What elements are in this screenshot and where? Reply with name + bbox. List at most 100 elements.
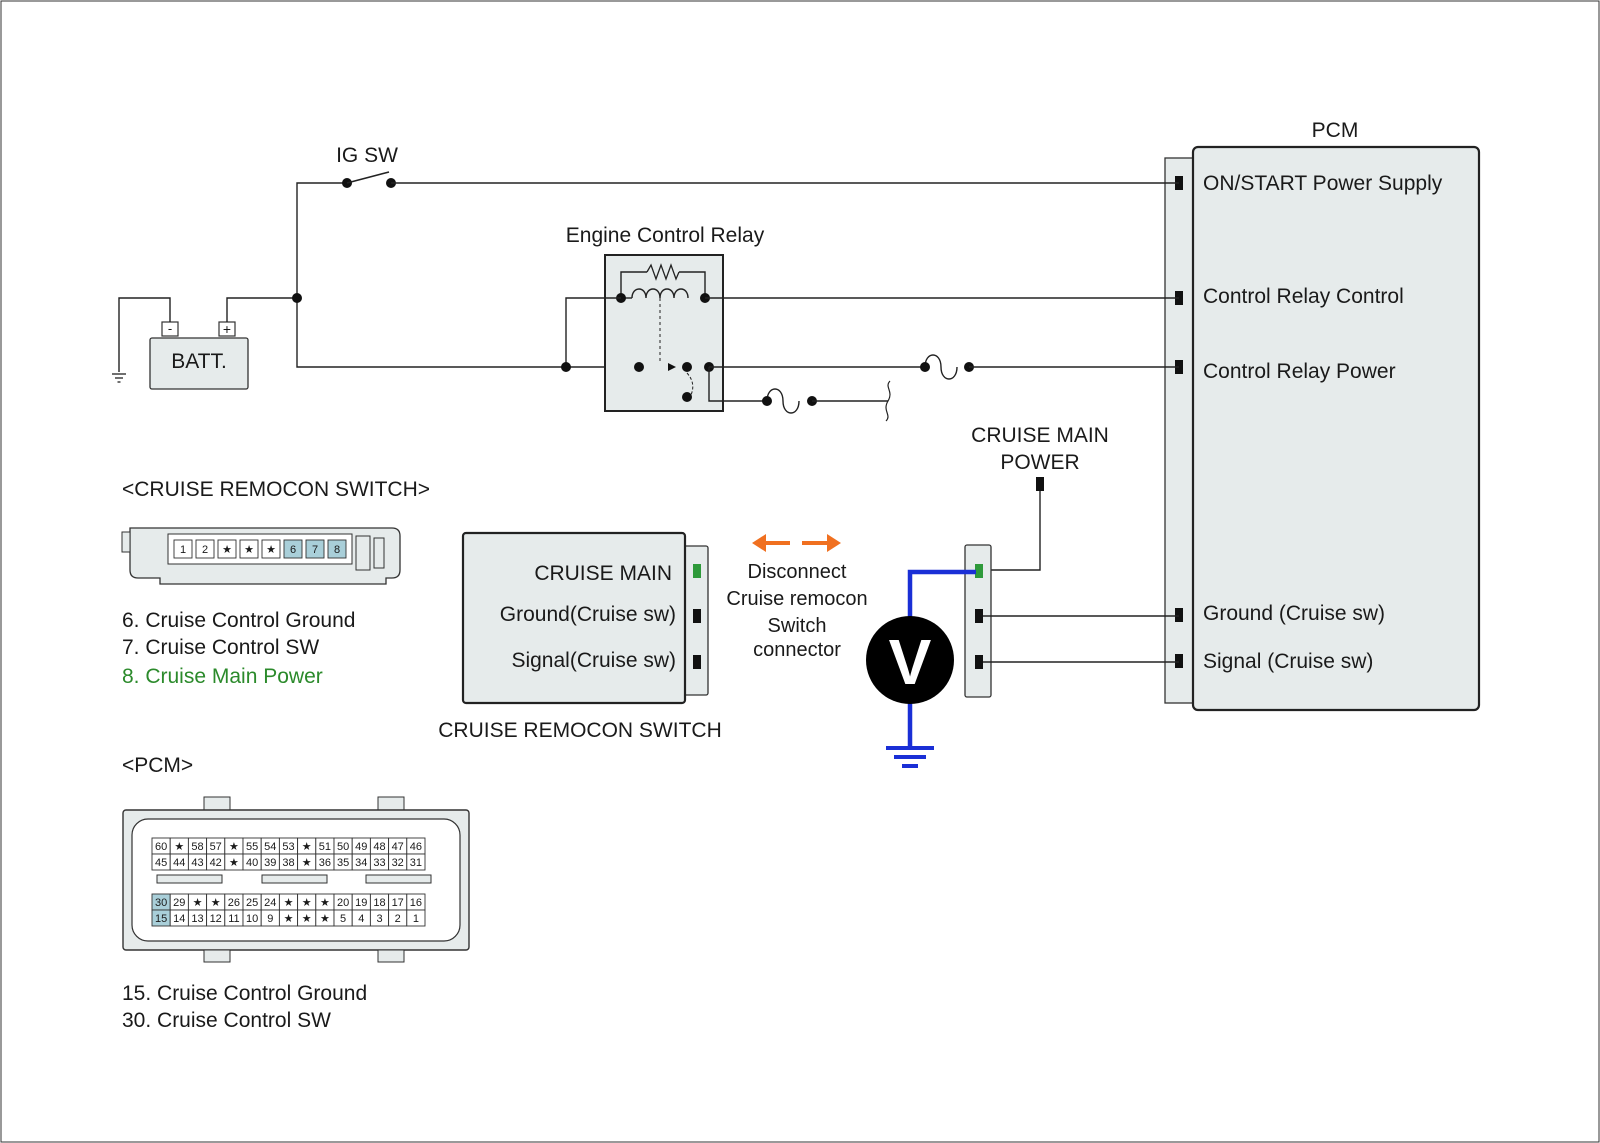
remocon-connector-heading: <CRUISE REMOCON SWITCH> (122, 478, 430, 501)
connector-pin-label: ★ (174, 841, 184, 853)
remocon-caption: CRUISE REMOCON SWITCH (438, 719, 722, 742)
harness-terminal-cruise-main (975, 564, 983, 578)
connector-pin-label: 15 (155, 913, 167, 925)
connector-pin: 18 (369, 893, 390, 911)
disconnect-arrows (752, 534, 841, 552)
connector-pin-label: ★ (222, 544, 232, 556)
cruise-main-power-label-2: POWER (1000, 451, 1079, 474)
cruise-main-power-wire (980, 491, 1041, 571)
connector-pin-label: 34 (355, 857, 367, 869)
connector-pin: ★ (239, 539, 259, 559)
connector-pin-label: ★ (302, 913, 312, 925)
connector-pin: 53 (278, 837, 299, 855)
connector-pin: ★ (297, 893, 317, 911)
connector-pin: 25 (242, 893, 262, 911)
remocon-terminal-signal (693, 655, 701, 669)
pcm-module: PCM ON/START Power Supply Control Relay … (1164, 119, 1481, 712)
junction (292, 293, 302, 303)
connector-pin: 16 (406, 893, 426, 911)
disconnect-note-3: Switch (768, 615, 827, 637)
connector-pin: 33 (369, 853, 390, 871)
battery-body (149, 337, 249, 390)
connector-pin: 55 (242, 837, 262, 855)
fuse (924, 354, 958, 380)
connector-pin-label: ★ (193, 897, 203, 909)
connector-pin: 19 (351, 893, 371, 911)
connector-pin: 54 (260, 837, 280, 855)
main-bus (296, 182, 347, 298)
pcm-pin-signal: Signal (Cruise sw) (1203, 650, 1373, 673)
pcm-legend-15: 15. Cruise Control Ground (122, 982, 367, 1005)
connector-pin-label: ★ (302, 841, 312, 853)
pcm-connector-heading: <PCM> (122, 754, 193, 777)
remocon-pin-cruise-main: CRUISE MAIN (534, 562, 672, 585)
engine-control-relay: Engine Control Relay (566, 224, 765, 412)
connector-pin: 12 (206, 909, 226, 927)
connector-pin: ★ (297, 837, 317, 855)
battery-label: BATT. (171, 350, 227, 373)
remocon-pin-signal: Signal(Cruise sw) (511, 649, 676, 672)
connector-pin-label: 12 (210, 913, 222, 925)
remocon-terminal-cruise-main (693, 564, 701, 578)
connector-pin: 3 (369, 909, 390, 927)
connector-pin: 45 (151, 853, 171, 871)
remocon-pin-ground: Ground(Cruise sw) (500, 603, 676, 626)
connector-pin-label: 38 (282, 857, 294, 869)
connector-pin-label: ★ (284, 897, 294, 909)
connector-pin-label: 1 (413, 913, 419, 925)
connector-pin: 24 (260, 893, 280, 911)
connector-pin: ★ (297, 909, 317, 927)
relay-secondary-wire (708, 367, 767, 402)
connector-pin-label: 36 (319, 857, 331, 869)
connector-pin: 60 (151, 837, 171, 855)
connector-pin-label: ★ (320, 913, 330, 925)
connector-pin-label: 49 (355, 841, 367, 853)
connector-pin: 49 (351, 837, 371, 855)
connector-pin: ★ (187, 893, 208, 911)
pcm-pin-relay-control: Control Relay Control (1203, 285, 1404, 308)
relay-feed-wire (565, 297, 621, 367)
connector-pin: ★ (278, 909, 299, 927)
connector-pin: 26 (224, 893, 244, 911)
connector-pin-label: 2 (395, 913, 401, 925)
connector-pin: 6 (283, 539, 303, 559)
battery: - + BATT. (149, 321, 249, 390)
connector-pin: 44 (169, 853, 189, 871)
connector-pin-label: 54 (264, 841, 276, 853)
pcm-terminal (1175, 654, 1183, 668)
connector-pin-label: 10 (246, 913, 258, 925)
pcm-pin-on-start: ON/START Power Supply (1203, 172, 1443, 195)
connector-pin-label: ★ (211, 897, 221, 909)
connector-pin-label: 8 (334, 544, 340, 556)
connector-pin-label: 40 (246, 857, 258, 869)
connector-pin-label: 2 (202, 544, 208, 556)
connector-pin-label: 42 (210, 857, 222, 869)
connector-pin-label: 6 (290, 544, 296, 556)
connector-pin-label: ★ (266, 544, 276, 556)
connector-pin-label: 32 (392, 857, 404, 869)
battery-positive-wire (226, 297, 297, 322)
remocon-terminal-ground (693, 609, 701, 623)
connector-pin-label: 35 (337, 857, 349, 869)
connector-pin-label: ★ (320, 897, 330, 909)
connector-pin: 40 (242, 853, 262, 871)
connector-pin-label: 44 (173, 857, 185, 869)
connector-pin: 29 (169, 893, 189, 911)
connector-pin-label: 30 (155, 897, 167, 909)
connector-pin-label: 46 (410, 841, 422, 853)
ig-sw-label: IG SW (336, 144, 398, 167)
connector-pin: ★ (224, 837, 244, 855)
pcm-terminal (1175, 608, 1183, 622)
connector-pin-label: ★ (284, 913, 294, 925)
pcm-pin-relay-power: Control Relay Power (1203, 360, 1396, 383)
fuse (766, 388, 800, 414)
connector-pin-label: 5 (340, 913, 346, 925)
connector-pin: 15 (151, 909, 171, 927)
connector-pin: 13 (187, 909, 208, 927)
connector-pin: 36 (315, 853, 335, 871)
connector-pin-label: 14 (173, 913, 185, 925)
